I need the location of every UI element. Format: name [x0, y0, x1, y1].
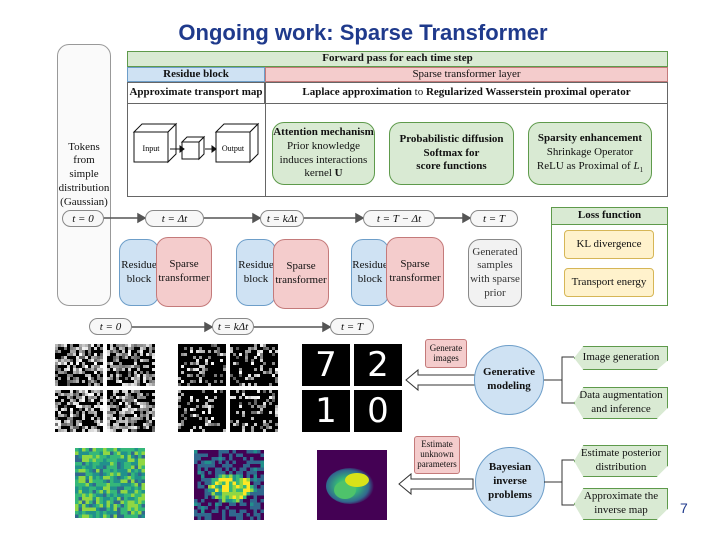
hollow-arrow-bayesian: [398, 472, 474, 496]
laplace-b: to: [414, 86, 424, 99]
attention-line-2: induces interactions: [279, 153, 368, 166]
timeline-arrows-1: [104, 212, 472, 224]
sparse-transformer-2: Sparse transformer: [273, 239, 329, 309]
slide-title: Ongoing work: Sparse Transformer: [178, 20, 548, 45]
sparsity-card: Sparsity enhancement Shrinkage Operator …: [528, 122, 652, 185]
bayesian-node: Bayesian inverse problems: [475, 447, 545, 517]
time2-pill-0: t = 0: [89, 318, 132, 335]
approximate-inverse-tag: Approximate the inverse map: [574, 488, 668, 520]
sparsity-symbol: L: [633, 159, 640, 172]
attention-kernel-symbol: U: [334, 167, 343, 180]
generative-modeling-node: Generative modeling: [474, 345, 544, 415]
digit-2: 2: [354, 344, 402, 386]
digit-7: 7: [302, 344, 350, 386]
data-augmentation-tag: Data augmentation and inference: [574, 387, 668, 419]
attention-kernel: kernel: [304, 167, 332, 180]
digit-1: 1: [302, 390, 350, 432]
timeline-arrows-2: [132, 321, 332, 333]
sparsity-title: Sparsity enhancement: [537, 132, 643, 145]
generated-samples: Generated samples with sparse prior: [468, 239, 522, 307]
field-partial-image: [194, 450, 264, 520]
output-label: Output: [222, 144, 245, 153]
time-pill-T: t = T: [470, 210, 518, 227]
time-pill-kdt: t = kΔt: [260, 210, 304, 227]
image-generation-tag: Image generation: [574, 346, 668, 370]
laplace-a: Laplace approximation: [302, 86, 412, 99]
tokens-text: Tokens from simple distribution (Gaussia…: [58, 140, 110, 208]
time-pill-0: t = 0: [62, 210, 104, 227]
tokens-box: Tokens from simple distribution (Gaussia…: [57, 44, 111, 306]
digits-grid-image: 7 2 1 0: [302, 344, 402, 432]
time2-pill-T: t = T: [330, 318, 374, 335]
time-pill-t-minus-dt: t = T − Δt: [363, 210, 435, 227]
diffusion-title-a: Probabilistic diffusion: [399, 132, 504, 145]
field-posterior-image: [317, 450, 387, 520]
sparse-transformer-1: Sparse transformer: [156, 237, 212, 307]
loss-transport: Transport energy: [564, 268, 654, 297]
input-label: Input: [143, 144, 161, 153]
estimate-params-note: Estimate unknown parameters: [414, 436, 460, 474]
sparsity-sub: 1: [639, 165, 644, 174]
sparse-layer-header: Sparse transformer layer: [265, 67, 668, 82]
residue-block-3: Residue block: [351, 239, 389, 306]
diffusion-title-c: score functions: [416, 160, 487, 173]
forward-pass-header: Forward pass for each time step: [127, 51, 668, 67]
laplace-c: Regularized Wasserstein proximal operato…: [425, 86, 631, 99]
hollow-arrow-generative: [405, 368, 479, 392]
diffusion-card: Probabilistic diffusion Softmax for scor…: [389, 122, 514, 185]
page-number: 7: [680, 500, 688, 516]
partial-digits-grid-image: [178, 344, 278, 432]
residue-block-1: Residue block: [119, 239, 159, 306]
residue-block-header: Residue block: [127, 67, 265, 82]
digit-0: 0: [354, 390, 402, 432]
sparsity-line-1: Shrinkage Operator: [546, 146, 634, 159]
residue-block-2: Residue block: [236, 239, 276, 306]
time2-pill-kdt: t = kΔt: [212, 318, 254, 335]
loss-kl: KL divergence: [564, 230, 654, 259]
approx-map-label: Approximate transport map: [127, 82, 265, 104]
attention-title: Attention mechanism: [273, 126, 374, 138]
time-pill-dt: t = Δt: [145, 210, 204, 227]
estimate-posterior-tag: Estimate posterior distribution: [574, 445, 668, 477]
transport-map-diagram: Input Output: [132, 122, 260, 164]
laplace-label: Laplace approximation to Regularized Was…: [265, 82, 668, 104]
attention-card: Attention mechanism Prior knowledge indu…: [272, 122, 375, 185]
attention-line-1: Prior knowledge: [286, 139, 360, 152]
output-connectors: [544, 356, 574, 506]
generate-images-note: Generate images: [425, 339, 467, 368]
noise-grid-image: [55, 344, 155, 432]
sparse-transformer-3: Sparse transformer: [386, 237, 444, 307]
sparsity-line-2: ReLU as Proximal of: [536, 159, 631, 172]
divider-vertical: [265, 104, 266, 197]
loss-function-title: Loss function: [551, 207, 668, 225]
field-noise-image: [75, 448, 145, 518]
diffusion-title-b: Softmax for: [423, 146, 480, 159]
